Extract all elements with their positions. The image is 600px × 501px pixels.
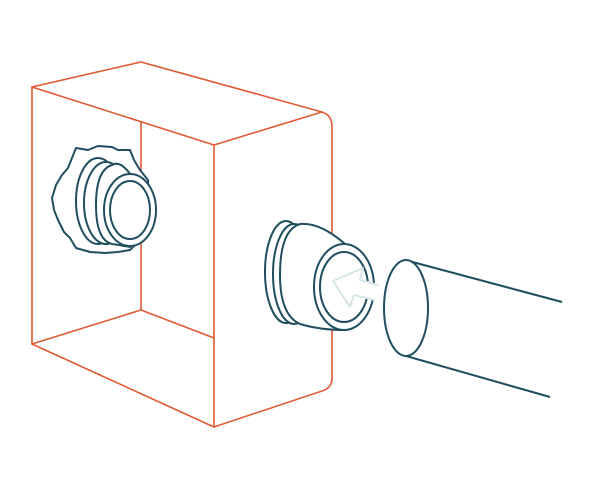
left-end-inner <box>109 180 151 240</box>
pipe-end <box>383 259 429 357</box>
insert-arrow <box>332 267 379 308</box>
right-connector <box>264 220 375 331</box>
conduit-pipe <box>383 259 563 398</box>
box-outline <box>31 61 333 428</box>
box-front-edge <box>31 86 323 428</box>
junction-box <box>31 61 333 428</box>
left-connector-with-locknut <box>51 145 157 254</box>
pipe-body <box>404 259 563 398</box>
